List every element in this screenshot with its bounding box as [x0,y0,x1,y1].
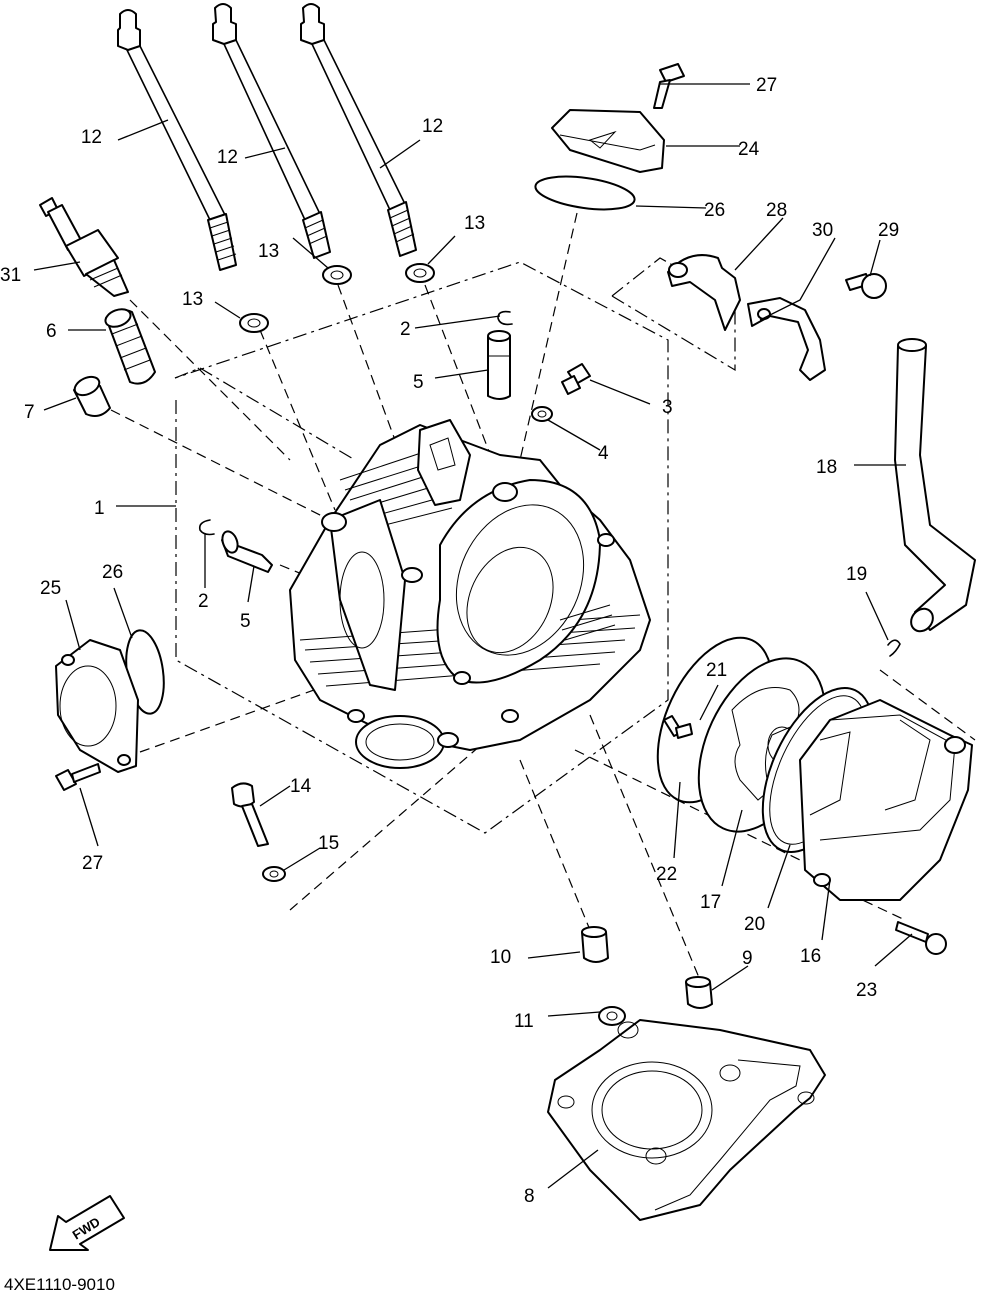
cover-25 [55,639,139,773]
washer-13-middle [322,265,352,285]
washer-13-right [405,263,435,283]
dowel-9 [685,976,713,1009]
callout-13-left: 13 [182,289,203,310]
long-bolt-right [300,3,417,257]
callout-22: 22 [656,864,677,885]
circlip-2-top [497,310,513,326]
bolt-3 [561,363,591,395]
head-gasket-8 [547,1019,826,1221]
callout-26-left: 26 [102,562,123,583]
callout-8: 8 [524,1186,535,1207]
bolt-29 [845,273,887,299]
callout-5-top: 5 [413,372,424,393]
guide-28 [667,254,741,331]
valve-guide-5-top [487,330,511,400]
callout-12-left: 12 [81,127,102,148]
callout-11: 11 [514,1011,534,1032]
callout-26-top: 26 [704,200,725,221]
long-bolt-left [117,9,237,271]
bracket-30 [747,297,826,381]
callout-10: 10 [490,947,511,968]
washer-13-left [239,313,269,333]
head-cover-16 [799,699,973,901]
callout-1: 1 [94,498,105,519]
callout-18: 18 [816,457,837,478]
washer-4 [531,406,553,422]
callout-2-top: 2 [400,319,411,340]
callout-12-right: 12 [422,116,443,137]
cover-24 [551,109,665,173]
bolt-14 [231,782,269,847]
circlip-2-left [198,519,215,536]
callout-7: 7 [24,402,35,423]
callout-3: 3 [662,397,673,418]
callout-25: 25 [40,578,61,599]
clip-19 [887,639,901,657]
callout-31: 31 [0,265,21,286]
callout-6: 6 [46,321,57,342]
washer-15 [262,866,286,882]
leader-lines [33,83,913,1189]
callout-29: 29 [878,220,899,241]
callout-numbers: 12 12 12 13 13 13 31 6 7 1 2 5 3 4 27 24… [0,75,899,1207]
callout-2-left: 2 [198,591,209,612]
callout-13-right: 13 [464,213,485,234]
callout-4: 4 [598,443,609,464]
callout-20: 20 [744,914,765,935]
callout-27-left: 27 [82,853,103,874]
fwd-arrow-icon: FWD [49,1195,125,1251]
callout-17: 17 [700,892,721,913]
washer-11 [598,1006,626,1026]
assembly-chain-lines [110,212,976,981]
valve-guide-5-left [221,530,273,573]
callout-27-top: 27 [756,75,777,96]
spark-plug [39,197,129,297]
callout-30: 30 [812,220,833,241]
bolt-21 [663,715,693,739]
callout-14: 14 [290,776,312,797]
diagram-code: 4XE1110-9010 [4,1275,115,1294]
bolt-23 [895,921,947,955]
callout-23: 23 [856,980,877,1001]
callout-9: 9 [742,948,753,969]
o-ring-26-top [534,175,636,211]
callout-12-middle: 12 [217,147,238,168]
callout-13-middle: 13 [258,241,279,262]
callout-16: 16 [800,946,821,967]
callout-24: 24 [738,139,760,160]
valve-guide-6 [104,308,156,385]
hose-18 [894,338,976,633]
callout-19: 19 [846,564,867,585]
cylinder-head [289,419,651,769]
bolt-27-left [55,763,101,791]
callout-5-left: 5 [240,611,251,632]
long-bolt-middle [212,3,331,259]
callout-28: 28 [766,200,787,221]
callout-15: 15 [318,833,339,854]
valve-cap-7 [73,375,111,417]
callout-21: 21 [706,660,727,681]
dowel-10 [581,926,609,963]
bolt-27-top [653,63,685,109]
